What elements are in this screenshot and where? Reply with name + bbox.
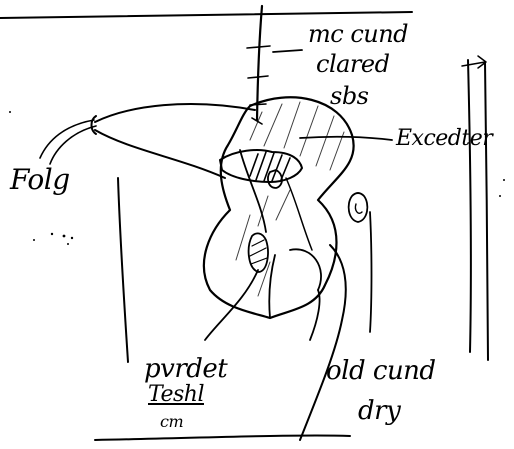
label-excedter: Excedter <box>396 128 492 150</box>
connector-arrow <box>462 56 486 68</box>
stalk-upper-outline <box>95 104 255 122</box>
right-inner-line <box>468 60 471 352</box>
label-folg: Folg <box>10 166 70 194</box>
bottom-frame-line <box>95 435 350 440</box>
top-frame-line <box>0 12 412 18</box>
main-body-outline <box>204 97 354 318</box>
label-dry: dry <box>358 398 400 424</box>
pointer-excedter <box>300 137 392 140</box>
old-seed <box>349 193 368 222</box>
stalk-thread-1 <box>40 120 94 158</box>
receptacle-fill <box>250 152 290 181</box>
left-vertical-line <box>118 178 128 362</box>
central-axis <box>300 245 346 440</box>
stem-tick-1 <box>247 46 270 48</box>
pointer-old-seed <box>370 212 372 332</box>
right-frame-line <box>485 62 488 360</box>
right-lobe-outline <box>290 249 321 290</box>
label-teshl: Teshl <box>148 384 204 406</box>
connector-top-right <box>273 50 302 52</box>
inner-groove-2 <box>286 178 312 250</box>
stem-tick-2 <box>248 76 268 78</box>
stalk-lower-outline <box>95 130 225 178</box>
developing-seed <box>249 233 268 272</box>
seed-hatching <box>250 240 267 264</box>
lobe-separator <box>269 255 275 318</box>
label-pvrdet: pvrdet <box>144 356 227 382</box>
label-top-right-2: clared <box>316 52 389 76</box>
label-top-right-1: mc cund <box>308 22 408 46</box>
label-cm: cm <box>160 414 183 430</box>
label-top-right-3: sbs <box>330 84 369 108</box>
old-seed-inner <box>355 204 362 213</box>
stalk-thread-2 <box>50 126 96 164</box>
label-old-cund: old cund <box>326 358 436 384</box>
